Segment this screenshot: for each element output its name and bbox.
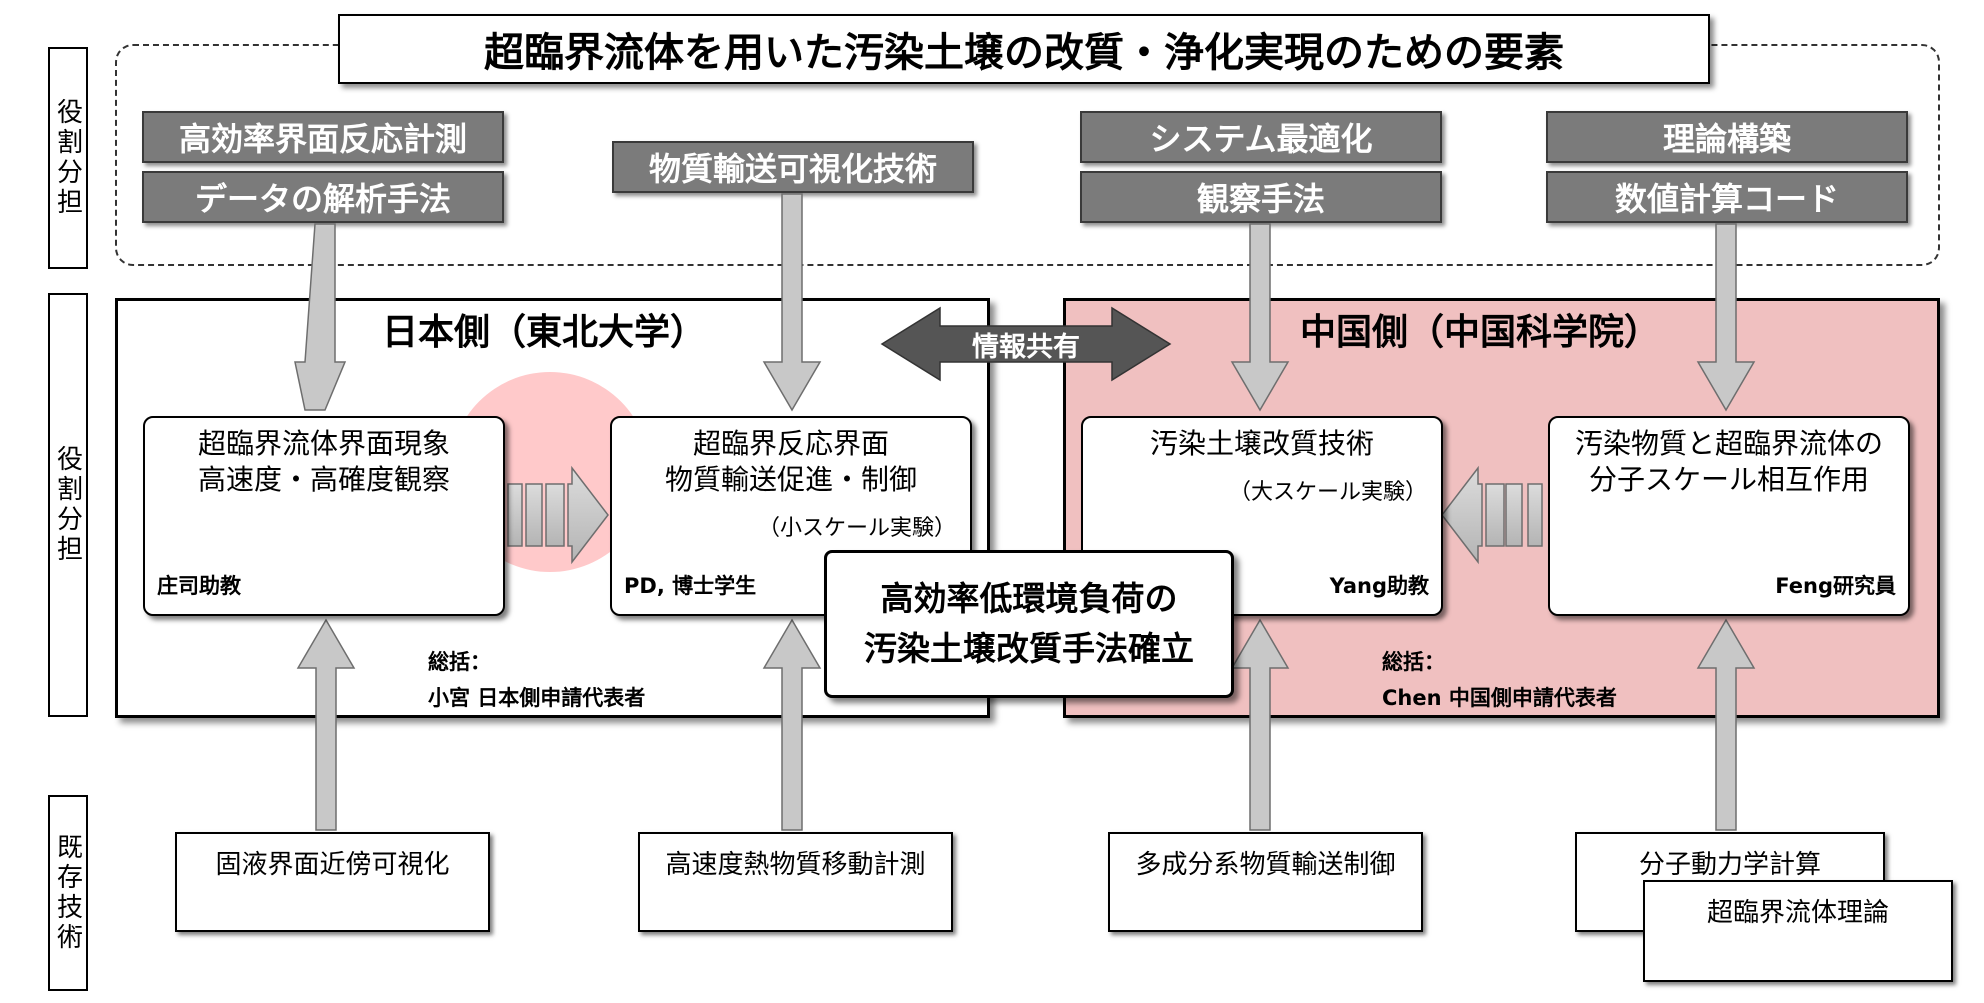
side-label-roles-middle: 役割分担	[48, 293, 88, 717]
japan-lead-name: 小宮 日本側申請代表者	[428, 686, 646, 710]
card-text: 超臨界流体界面現象 高速度・高確度観察	[197, 427, 450, 496]
card-person: Feng研究員	[1775, 574, 1896, 598]
china-lead-label: 総括：	[1382, 650, 1445, 674]
info-sharing-label: 情報共有	[972, 331, 1080, 363]
card-text: 汚染土壌改質技術	[1149, 427, 1374, 460]
japan-lead-label: 総括：	[428, 650, 491, 674]
tech-supercritical-theory: 超臨界流体理論	[1643, 880, 1953, 982]
element-numerical-code: 数値計算コード	[1546, 171, 1908, 223]
card-note: （小スケール実験）	[757, 516, 956, 541]
element-transport-visualization: 物質輸送可視化技術	[612, 141, 974, 193]
tech-high-speed-heat-mass-measurement: 高速度熱物質移動計測	[638, 832, 953, 932]
japan-lead: 総括： 小宮 日本側申請代表者	[428, 644, 645, 716]
goal-line-1: 高効率低環境負荷の	[880, 579, 1178, 618]
japan-panel-title: 日本側（東北大学）	[382, 312, 707, 353]
card-person: 庄司助教	[157, 574, 241, 598]
info-sharing-arrow	[880, 306, 1172, 382]
up-arrow-tech1	[296, 618, 356, 831]
element-system-optimization: システム最適化	[1080, 111, 1442, 163]
up-arrow-tech4	[1696, 618, 1756, 831]
element-interface-measurement: 高効率界面反応計測	[142, 111, 504, 163]
up-arrow-tech3	[1230, 618, 1290, 831]
china-lead: 総括： Chen 中国側申請代表者	[1382, 644, 1617, 716]
china-card-molecular-interaction: 汚染物質と超臨界流体の 分子スケール相互作用 Feng研究員	[1548, 416, 1910, 616]
china-lead-name: Chen 中国側申請代表者	[1382, 686, 1617, 710]
tech-multicomponent-transport-control: 多成分系物質輸送制御	[1108, 832, 1423, 932]
up-arrow-tech2	[762, 618, 822, 831]
japan-card-transport-control: 超臨界反応界面 物質輸送促進・制御 （小スケール実験） PD, 博士学生	[610, 416, 972, 616]
card-text: 汚染物質と超臨界流体の 分子スケール相互作用	[1574, 427, 1883, 496]
down-arrow-col4	[1696, 223, 1756, 412]
side-label-existing-tech: 既存技術	[48, 795, 88, 991]
side-label-roles-top: 役割分担	[48, 47, 88, 269]
left-arrow-china	[1441, 465, 1543, 565]
down-arrow-col3	[1230, 223, 1290, 412]
card-note: （大スケール実験）	[1228, 480, 1427, 505]
goal-line-2: 汚染土壌改質手法確立	[864, 629, 1194, 668]
tech-solid-liquid-visualization: 固液界面近傍可視化	[175, 832, 490, 932]
diagram-title: 超臨界流体を用いた汚染土壌の改質・浄化実現のための要素	[338, 14, 1710, 84]
japan-card-interface-observation: 超臨界流体界面現象 高速度・高確度観察 庄司助教	[143, 416, 505, 616]
china-panel-title: 中国側（中国科学院）	[1300, 312, 1661, 353]
element-theory: 理論構築	[1546, 111, 1908, 163]
element-observation-method: 観察手法	[1080, 171, 1442, 223]
goal-box: 高効率低環境負荷の 汚染土壌改質手法確立	[824, 550, 1234, 698]
card-person: PD, 博士学生	[624, 574, 757, 598]
down-arrow-col2	[762, 193, 822, 412]
element-data-analysis: データの解析手法	[142, 171, 504, 223]
card-person: Yang助教	[1329, 574, 1429, 598]
down-arrow-col1	[294, 223, 347, 411]
card-text: 超臨界反応界面 物質輸送促進・制御	[664, 427, 917, 496]
right-arrow-japan	[507, 465, 609, 565]
